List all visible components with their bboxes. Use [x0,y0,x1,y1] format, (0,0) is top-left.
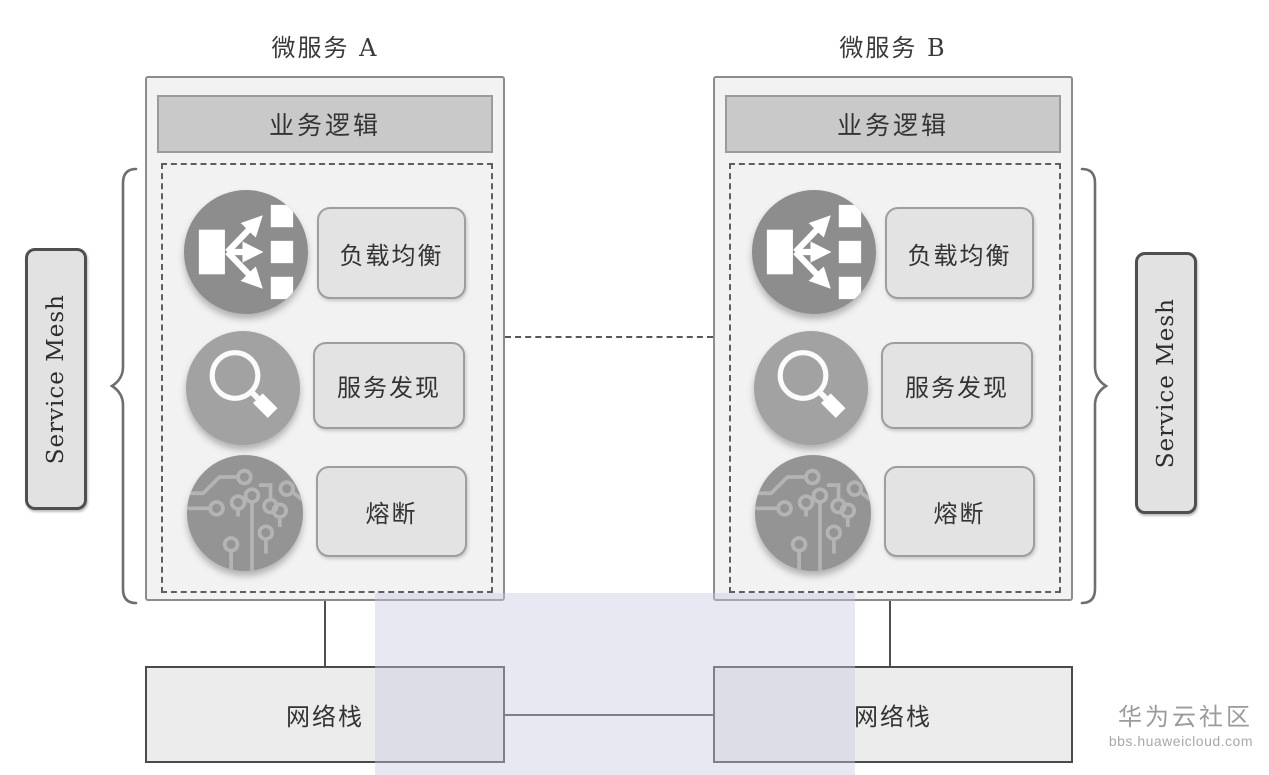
load-balancing-label: 负载均衡 [317,207,466,299]
business-logic-header: 业务逻辑 [725,95,1061,153]
circuit-board-icon [187,468,303,571]
load-balancing-feature [752,190,876,314]
load-balancing-label: 负载均衡 [885,207,1034,299]
circuit-breaker-label: 熔断 [884,466,1035,557]
sidecar-dashed-area: 负载均衡 服务发现 [161,163,493,593]
service-discovery-feature [186,331,300,445]
stack-to-stack-connector [505,714,713,716]
watermark: 华为云社区 bbs.huaweicloud.com [1109,703,1253,749]
circuit-breaker-label: 熔断 [316,466,467,557]
service-mesh-label-right: Service Mesh [1135,252,1197,514]
network-stack-a: 网络栈 [145,666,505,763]
circuit-breaker-feature [187,455,303,571]
sidecar-dashed-area: 负载均衡 服务发现 [729,163,1061,593]
network-stack-b: 网络栈 [713,666,1073,763]
load-balancer-icon [766,204,862,300]
microservice-a-box: 业务逻辑 负载均衡 [145,76,505,601]
business-logic-header: 业务逻辑 [157,95,493,153]
service-b-to-stack-connector [889,601,891,666]
load-balancer-icon [198,204,294,300]
service-discovery-feature [754,331,868,445]
circuit-board-icon [755,468,871,571]
service-mesh-label-left: Service Mesh [25,248,87,510]
microservice-a-title: 微服务 A [271,34,379,62]
microservice-b-box: 业务逻辑 负载均衡 [713,76,1073,601]
mesh-dashed-connector [505,336,713,338]
watermark-community-name: 华为云社区 [1118,704,1253,731]
load-balancing-feature [184,190,308,314]
magnifier-icon [209,350,278,418]
service-discovery-label: 服务发现 [313,342,465,429]
left-brace [109,167,138,605]
magnifier-icon [777,350,846,418]
microservice-b-title: 微服务 B [839,34,947,62]
service-discovery-label: 服务发现 [881,342,1033,429]
watermark-site-url: bbs.huaweicloud.com [1108,733,1253,749]
service-a-to-stack-connector [324,601,326,666]
circuit-breaker-feature [755,455,871,571]
right-brace [1080,167,1109,605]
